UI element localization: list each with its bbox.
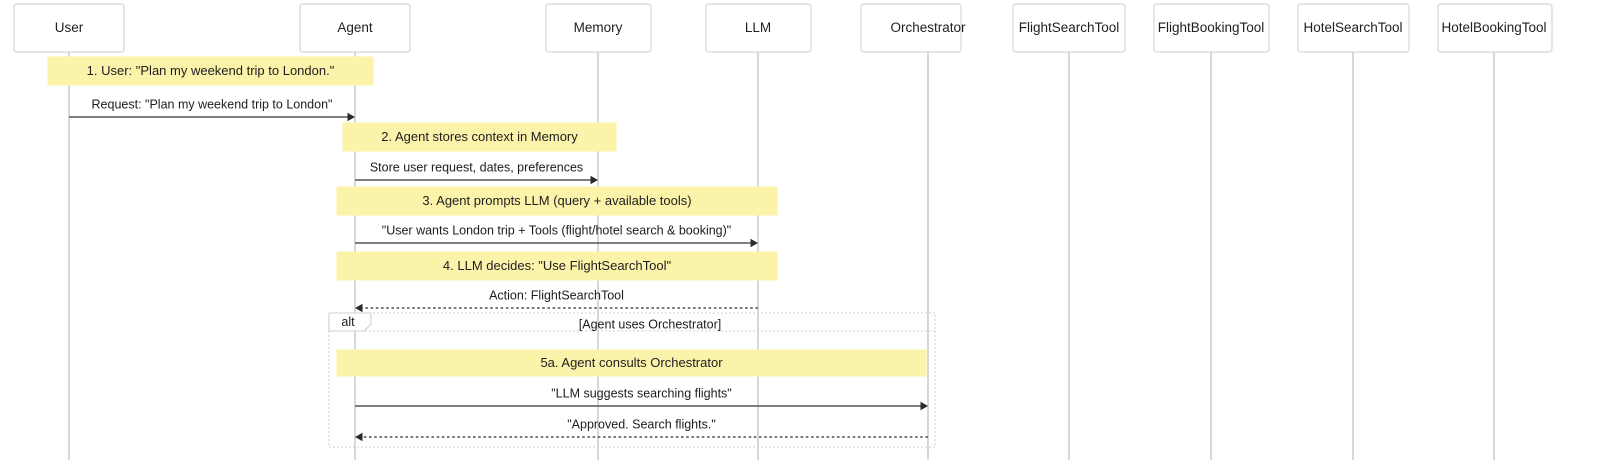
participant-agent[interactable]: Agent bbox=[299, 3, 411, 53]
participant-label-hotelsearchtool: HotelSearchTool bbox=[1303, 20, 1402, 35]
participant-box-flightbookingtool bbox=[1153, 3, 1270, 53]
message-m1: Request: "Plan my weekend trip to London… bbox=[69, 97, 355, 122]
message-m6: "Approved. Search flights." bbox=[355, 417, 928, 442]
participant-box-user bbox=[13, 3, 125, 53]
note-background-note1 bbox=[47, 56, 374, 86]
participant-label-flightsearchtool: FlightSearchTool bbox=[1019, 20, 1120, 35]
note-background-note2 bbox=[342, 122, 617, 152]
note-background-note3 bbox=[336, 186, 778, 216]
participant-flightsearchtool[interactable]: FlightSearchTool bbox=[1012, 3, 1126, 53]
message-label-m4: Action: FlightSearchTool bbox=[489, 288, 624, 302]
note-background-note4 bbox=[336, 251, 778, 281]
note-text-note3: 3. Agent prompts LLM (query + available … bbox=[422, 193, 691, 208]
participant-box-hotelsearchtool bbox=[1297, 3, 1410, 53]
note-note1: 1. User: "Plan my weekend trip to London… bbox=[47, 56, 374, 86]
message-label-m1: Request: "Plan my weekend trip to London… bbox=[92, 97, 333, 111]
lifelines-layer bbox=[68, 52, 1495, 460]
notes-layer: 1. User: "Plan my weekend trip to London… bbox=[47, 56, 927, 377]
note-note3: 3. Agent prompts LLM (query + available … bbox=[336, 186, 778, 216]
participant-flightbookingtool[interactable]: FlightBookingTool bbox=[1153, 3, 1270, 53]
note-note5a: 5a. Agent consults Orchestrator bbox=[336, 349, 927, 377]
participant-user[interactable]: User bbox=[13, 3, 125, 53]
participant-box-flightsearchtool bbox=[1012, 3, 1126, 53]
fragments-layer: alt [Agent uses Orchestrator] bbox=[328, 312, 936, 448]
fragment-alt-0: alt [Agent uses Orchestrator] bbox=[328, 312, 936, 448]
participant-llm[interactable]: LLM bbox=[705, 3, 812, 53]
fragment-tag-label: alt bbox=[341, 315, 355, 329]
participant-label-hotelbookingtool: HotelBookingTool bbox=[1441, 20, 1546, 35]
note-text-note5a: 5a. Agent consults Orchestrator bbox=[540, 355, 723, 370]
participant-label-flightbookingtool: FlightBookingTool bbox=[1158, 20, 1265, 35]
message-label-m6: "Approved. Search flights." bbox=[567, 417, 716, 431]
note-text-note2: 2. Agent stores context in Memory bbox=[381, 129, 578, 144]
participant-hotelbookingtool[interactable]: HotelBookingTool bbox=[1437, 3, 1553, 53]
message-label-m5: "LLM suggests searching flights" bbox=[551, 386, 732, 400]
message-label-m3: "User wants London trip + Tools (flight/… bbox=[382, 223, 731, 237]
messages-layer: Request: "Plan my weekend trip to London… bbox=[69, 97, 928, 442]
note-text-note1: 1. User: "Plan my weekend trip to London… bbox=[87, 63, 335, 78]
participant-box-agent bbox=[299, 3, 411, 53]
message-m3: "User wants London trip + Tools (flight/… bbox=[355, 223, 758, 248]
message-arrowhead-m2 bbox=[590, 175, 598, 185]
participant-label-orchestrator: Orchestrator bbox=[890, 20, 966, 35]
note-text-note4: 4. LLM decides: "Use FlightSearchTool" bbox=[443, 258, 672, 273]
note-note2: 2. Agent stores context in Memory bbox=[342, 122, 617, 152]
message-arrowhead-m3 bbox=[750, 238, 758, 248]
message-m4: Action: FlightSearchTool bbox=[355, 288, 758, 313]
participant-memory[interactable]: Memory bbox=[545, 3, 652, 53]
message-arrowhead-m1 bbox=[347, 112, 355, 122]
participant-orchestrator[interactable]: Orchestrator bbox=[860, 3, 966, 53]
participants-layer: User Agent Memory LLM Orchestrator FlightSear… bbox=[13, 3, 1553, 53]
message-label-m2: Store user request, dates, preferences bbox=[370, 160, 583, 174]
note-background-note5a bbox=[336, 349, 927, 377]
participant-label-user: User bbox=[55, 20, 84, 35]
message-arrowhead-m6 bbox=[355, 432, 363, 442]
fragment-condition-label: [Agent uses Orchestrator] bbox=[579, 317, 721, 331]
message-m2: Store user request, dates, preferences bbox=[355, 160, 598, 185]
message-arrowhead-m4 bbox=[355, 303, 363, 313]
note-note4: 4. LLM decides: "Use FlightSearchTool" bbox=[336, 251, 778, 281]
participant-label-llm: LLM bbox=[745, 20, 771, 35]
message-m5: "LLM suggests searching flights" bbox=[355, 386, 928, 411]
participant-hotelsearchtool[interactable]: HotelSearchTool bbox=[1297, 3, 1410, 53]
participant-box-orchestrator bbox=[860, 3, 962, 53]
participant-box-memory bbox=[545, 3, 652, 53]
participant-box-hotelbookingtool bbox=[1437, 3, 1553, 53]
participant-box-llm bbox=[705, 3, 812, 53]
participant-label-memory: Memory bbox=[574, 20, 623, 35]
message-arrowhead-m5 bbox=[920, 401, 928, 411]
fragment-tag-shape bbox=[328, 312, 372, 332]
participant-label-agent: Agent bbox=[337, 20, 373, 35]
fragment-border bbox=[328, 312, 936, 448]
